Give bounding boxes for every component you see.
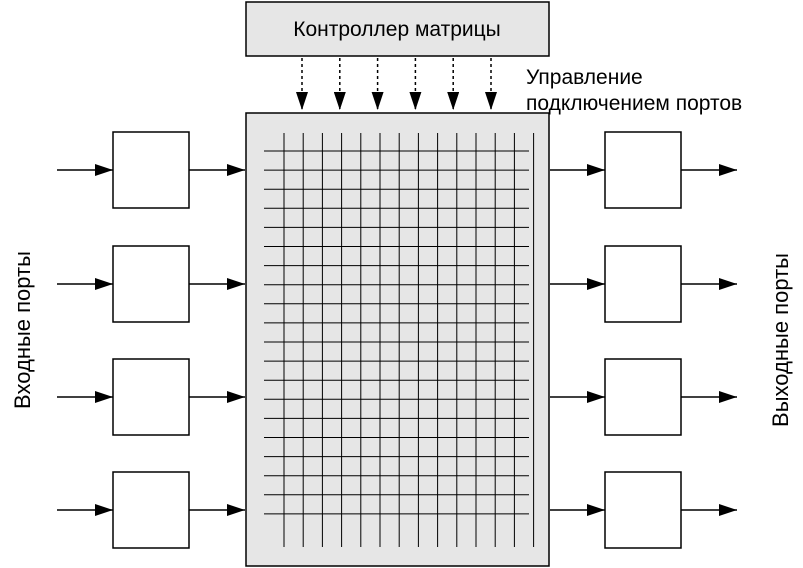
- input-ports: [57, 131, 245, 549]
- input-ports-label: Входные порты: [10, 251, 35, 409]
- control-label-line2: подключением портов: [526, 92, 742, 115]
- output-port-box: [604, 471, 682, 549]
- input-port-box: [112, 131, 190, 209]
- output-ports-label: Выходные порты: [768, 253, 793, 427]
- control-lines: [296, 58, 497, 110]
- output-port-box: [604, 358, 682, 436]
- input-port-box: [112, 245, 190, 323]
- matrix-grid: [264, 133, 535, 547]
- input-port-box: [112, 358, 190, 436]
- controller-box: [245, 1, 550, 57]
- switch-matrix: [245, 112, 550, 567]
- control-label-line1: Управление: [526, 66, 643, 89]
- output-port-box: [604, 245, 682, 323]
- output-port-box: [604, 131, 682, 209]
- output-ports: [550, 131, 737, 549]
- control-label: Управление подключением портов: [526, 66, 742, 115]
- controller: Контроллер матрицы: [245, 1, 550, 57]
- matrix-box: [245, 112, 550, 567]
- input-port-box: [112, 471, 190, 549]
- controller-label: Контроллер матрицы: [293, 18, 501, 41]
